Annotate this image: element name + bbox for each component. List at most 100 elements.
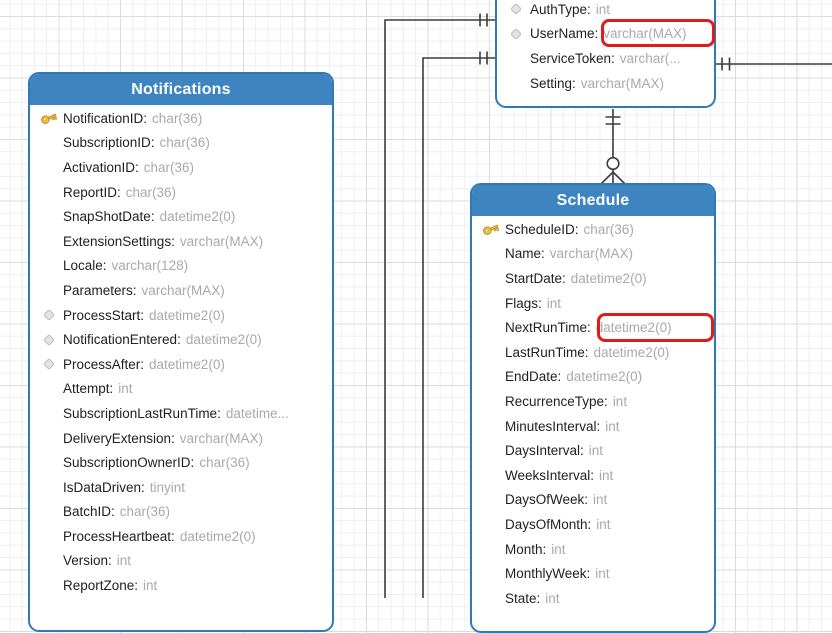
table-row[interactable]: NextRunTime:datetime2(0) [472,315,714,340]
table-row[interactable]: ProcessStart:datetime2(0) [30,303,332,328]
table-row[interactable]: DaysInterval:int [472,438,714,463]
table-row[interactable]: BatchID:char(36) [30,500,332,525]
table-row[interactable]: Flags:int [472,291,714,316]
table-row[interactable]: Parameters:varchar(MAX) [30,278,332,303]
column-type: int [116,553,132,569]
nullable-diamond-icon [505,26,527,42]
column-name: SubscriptionLastRunTime: [63,405,221,421]
column-type: int [605,418,620,434]
column-name: Name: [505,246,545,262]
table-row[interactable]: ExtensionSettings:varchar(MAX) [30,229,332,254]
column-name: LastRunTime: [505,344,589,360]
table-row[interactable]: Month: int [472,537,714,562]
table-row[interactable]: DeliveryExtension:varchar(MAX) [30,426,332,451]
highlight-box-username-type [601,19,715,47]
table-row[interactable]: StartDate:datetime2(0) [472,266,714,291]
column-name: NotificationEntered: [63,332,181,348]
table-row[interactable]: AuthType:int [497,0,714,22]
table-row[interactable]: ReportZone: int [30,573,332,598]
column-type: datetime2(0) [566,369,643,385]
column-name: RecurrenceType: [505,393,608,409]
table-notifications[interactable]: Notifications NotificationID:char(36)Sub… [28,72,334,632]
table-row[interactable]: Setting:varchar(MAX) [497,71,714,96]
table-row[interactable]: SubscriptionID:char(36) [30,131,332,156]
column-type: datetime2(0) [159,209,236,225]
column-type: char(36) [143,159,195,175]
column-name: ReportZone: [63,578,139,594]
cardinality-zero-ring-marker [606,156,620,171]
table-row[interactable]: DaysOfWeek: int [472,488,714,513]
table-row[interactable]: MonthlyWeek:int [472,561,714,586]
table-schedule[interactable]: Schedule ScheduleID:char(36)Name:varchar… [470,183,716,633]
column-name: ProcessHeartbeat: [63,528,175,544]
column-name: ScheduleID: [505,221,579,237]
table-row[interactable]: NotificationEntered:datetime2(0) [30,327,332,352]
table-row[interactable]: SubscriptionLastRunTime:datetime... [30,401,332,426]
table-row[interactable]: UserName:varchar(MAX) [497,22,714,47]
column-name: SubscriptionOwnerID: [63,455,195,471]
nullable-diamond-icon [38,307,60,323]
column-name: Parameters: [63,282,137,298]
column-type: datetime2(0) [570,270,647,286]
column-name: ActivationID: [63,159,139,175]
highlight-box-nextruntime-type [597,313,714,342]
column-name: Version: [63,553,112,569]
column-type: int [596,516,611,532]
column-type: datetime2(0) [185,332,262,348]
column-name: Month: [505,541,547,557]
column-type: int [143,578,158,594]
column-name: MinutesInterval: [505,418,601,434]
table-row[interactable]: NotificationID:char(36) [30,106,332,131]
column-type: char(36) [583,221,634,237]
cardinality-one-and-only-one-marker [605,116,621,125]
table-row[interactable]: RecurrenceType:int [472,389,714,414]
column-type: varchar(MAX) [141,282,225,298]
table-row[interactable]: ProcessAfter:datetime2(0) [30,352,332,377]
table-row[interactable]: LastRunTime:datetime2(0) [472,340,714,365]
relationship-line[interactable] [422,57,495,598]
column-type: int [551,541,566,557]
table-row[interactable]: ProcessHeartbeat:datetime2(0) [30,524,332,549]
table-row[interactable]: Locale:varchar(128) [30,254,332,279]
table-row[interactable]: WeeksInterval:int [472,463,714,488]
table-row[interactable]: ServiceToken:varchar(... [497,46,714,71]
column-name: NotificationID: [63,110,148,126]
column-type: datetime2(0) [149,356,225,372]
table-row[interactable]: ActivationID:char(36) [30,155,332,180]
column-name: SubscriptionID: [63,135,155,151]
relationship-line[interactable] [384,19,495,598]
table-row[interactable]: Version:int [30,549,332,574]
column-type: int [612,393,628,409]
primary-key-icon [38,108,60,128]
table-row[interactable]: Name:varchar(MAX) [472,242,714,267]
table-row[interactable]: ScheduleID:char(36) [472,217,714,242]
table-header[interactable]: Notifications [30,74,332,105]
table-row[interactable]: SnapShotDate:datetime2(0) [30,204,332,229]
table-row[interactable]: MinutesInterval: int [472,414,714,439]
table-row[interactable]: ReportID:char(36) [30,180,332,205]
column-name: Flags: [505,295,542,311]
column-name: Setting: [530,75,576,91]
column-type: int [118,381,133,397]
column-name: DaysInterval: [505,443,584,459]
column-type: varchar(... [619,50,681,66]
column-type: int [593,492,608,508]
column-name: UserName: [530,26,599,42]
table-header[interactable]: Schedule [472,185,714,216]
column-name: State: [505,590,541,606]
column-type: int [595,566,610,582]
column-type: varchar(MAX) [580,75,665,91]
column-type: int [588,443,604,459]
table-row[interactable]: State:int [472,586,714,611]
table-row[interactable]: SubscriptionOwnerID:char(36) [30,450,332,475]
table-row[interactable]: Attempt:int [30,377,332,402]
column-name: ExtensionSettings: [63,233,175,249]
table-row[interactable]: DaysOfMonth:int [472,512,714,537]
column-name: ServiceToken: [530,50,615,66]
column-name: SnapShotDate: [63,209,155,225]
column-name: DaysOfWeek: [505,492,589,508]
table-row[interactable]: IsDataDriven:tinyint [30,475,332,500]
table-row[interactable]: EndDate:datetime2(0) [472,365,714,390]
